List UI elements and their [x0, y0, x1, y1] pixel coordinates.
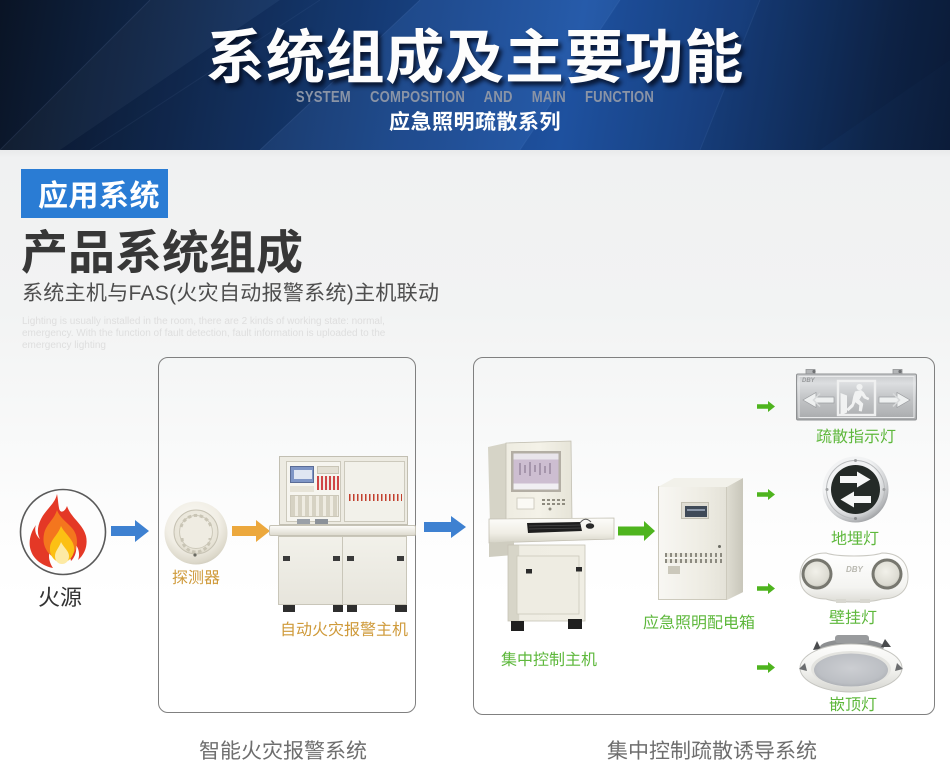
svg-text:DBY: DBY [802, 375, 816, 384]
svg-text:DBY: DBY [846, 564, 864, 575]
